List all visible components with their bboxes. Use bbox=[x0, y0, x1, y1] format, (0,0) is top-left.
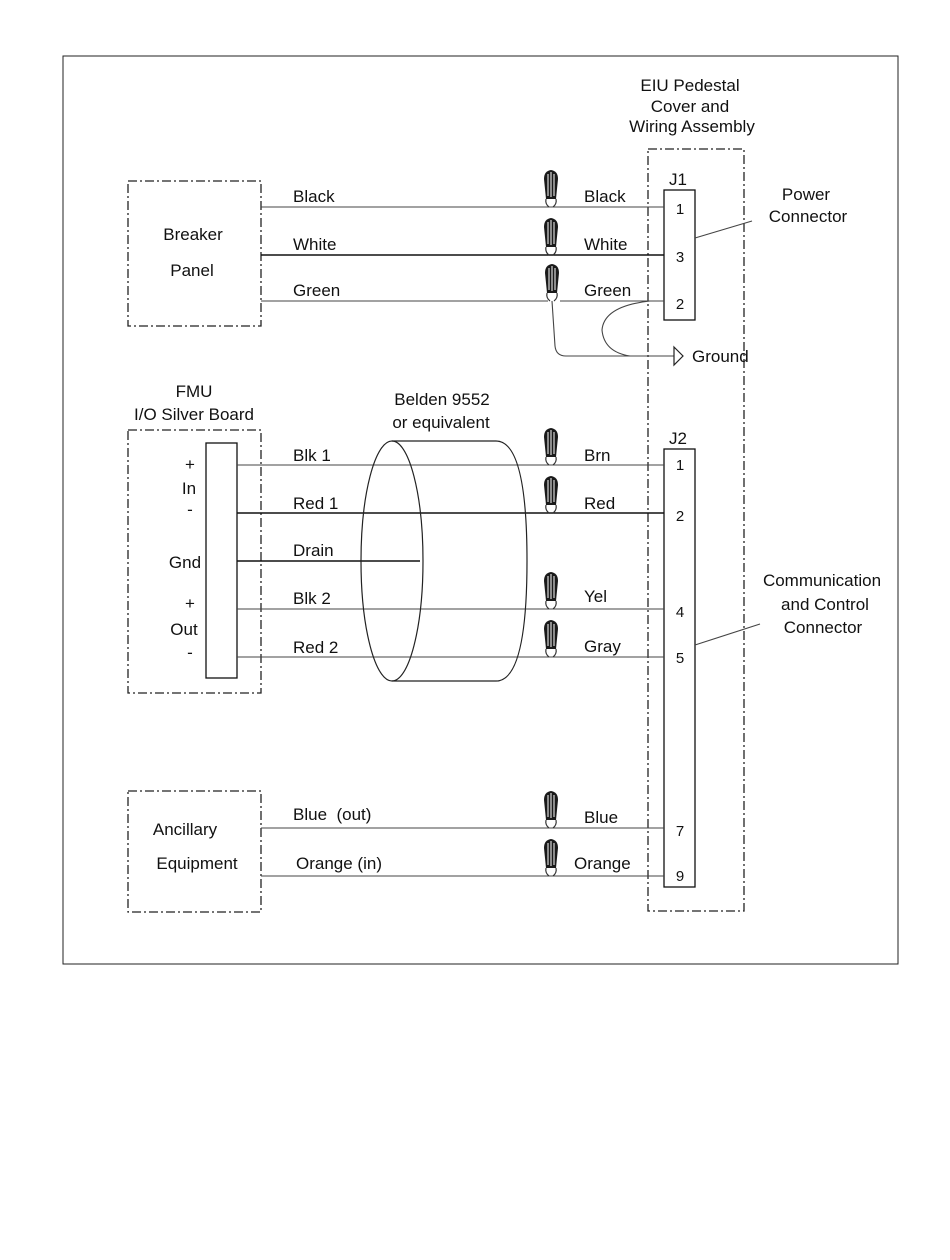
fmu-title-line-1: FMU bbox=[176, 382, 213, 401]
gray-wire-label: Gray bbox=[584, 637, 621, 656]
wire-nut-icon bbox=[543, 217, 559, 256]
brn-wire-label: Brn bbox=[584, 446, 610, 465]
fmu-terminal-in-plus: + bbox=[185, 455, 195, 474]
white-wire-right-label: White bbox=[584, 235, 627, 254]
breaker-panel-box bbox=[127, 180, 262, 327]
black-wire-left-label: Black bbox=[293, 187, 335, 206]
eiu-title-line-1: EIU Pedestal bbox=[640, 76, 739, 95]
cable-label-line-2: or equivalent bbox=[392, 413, 490, 432]
outer-frame bbox=[62, 55, 899, 965]
wire-nut-icon bbox=[543, 571, 559, 610]
red1-wire-label: Red 1 bbox=[293, 494, 338, 513]
comm-connector-label-line-1: Communication bbox=[763, 571, 881, 590]
ancillary-equipment-box bbox=[127, 790, 262, 913]
blue-wire-right-label: Blue bbox=[584, 808, 618, 827]
red2-wire-label: Red 2 bbox=[293, 638, 338, 657]
cable-label-line-1: Belden 9552 bbox=[394, 390, 489, 409]
j2-pin-1: 1 bbox=[676, 457, 684, 474]
black-wire-right-label: Black bbox=[584, 187, 626, 206]
fmu-terminal-gnd: Gnd bbox=[169, 553, 201, 572]
wire-nut-icon bbox=[544, 263, 560, 302]
orange-wire-right-label: Orange bbox=[574, 854, 631, 873]
wire-nut-icon bbox=[543, 427, 559, 466]
fmu-terminal-out-minus: - bbox=[187, 643, 193, 662]
drain-wire-label: Drain bbox=[293, 541, 334, 560]
j2-pin-5: 5 bbox=[676, 650, 684, 667]
fmu-terminal-in: In bbox=[182, 479, 196, 498]
breaker-panel-label-line-2: Panel bbox=[170, 261, 213, 280]
ground-arrow-icon bbox=[673, 345, 684, 367]
comm-connector-leader bbox=[694, 623, 761, 646]
j1-pin-3: 3 bbox=[676, 249, 684, 266]
wire-nut-icon bbox=[543, 790, 559, 829]
j1-connector bbox=[663, 189, 696, 321]
power-connector-label-line-1: Power bbox=[782, 185, 831, 204]
power-connector-leader bbox=[694, 220, 753, 239]
fmu-terminal-strip bbox=[205, 442, 238, 679]
j2-label: J2 bbox=[669, 429, 687, 448]
comm-connector-label-line-2: and Control bbox=[781, 595, 869, 614]
orange-in-wire-label: Orange (in) bbox=[296, 854, 382, 873]
j1-label: J1 bbox=[669, 170, 687, 189]
white-wire-left-label: White bbox=[293, 235, 336, 254]
fmu-terminal-out-plus: + bbox=[185, 594, 195, 613]
red-wire-label: Red bbox=[584, 494, 615, 513]
fmu-terminal-in-minus: - bbox=[187, 500, 193, 519]
j2-pin-9: 9 bbox=[676, 868, 684, 885]
breaker-panel-label-line-1: Breaker bbox=[163, 225, 223, 244]
wire-nut-icon bbox=[543, 619, 559, 658]
ground-wire bbox=[551, 300, 674, 357]
wire-nut-icon bbox=[543, 169, 559, 208]
j2-pin-7: 7 bbox=[676, 823, 684, 840]
power-connector-label-line-2: Connector bbox=[769, 207, 848, 226]
ground-label: Ground bbox=[692, 347, 749, 366]
ancillary-label-line-2: Equipment bbox=[156, 854, 238, 873]
eiu-title-line-3: Wiring Assembly bbox=[629, 117, 755, 136]
comm-connector-label-line-3: Connector bbox=[784, 618, 863, 637]
fmu-title-line-2: I/O Silver Board bbox=[134, 405, 254, 424]
j1-pin-2: 2 bbox=[676, 296, 684, 313]
blk2-wire-label: Blk 2 bbox=[293, 589, 331, 608]
eiu-pedestal-enclosure bbox=[647, 148, 745, 912]
wire-nut-icon bbox=[543, 838, 559, 877]
green-wire-left-label: Green bbox=[293, 281, 340, 300]
eiu-title-line-2: Cover and bbox=[651, 97, 729, 116]
j2-connector bbox=[663, 448, 696, 888]
j1-pin-1: 1 bbox=[676, 201, 684, 218]
fmu-terminal-out: Out bbox=[170, 620, 198, 639]
fmu-box bbox=[127, 429, 262, 694]
blue-out-wire-label: Blue (out) bbox=[293, 805, 371, 824]
yel-wire-label: Yel bbox=[584, 587, 607, 606]
green-wire-right-label: Green bbox=[584, 281, 631, 300]
blk1-wire-label: Blk 1 bbox=[293, 446, 331, 465]
wire-nut-icon bbox=[543, 475, 559, 514]
ground-jumper bbox=[601, 300, 651, 357]
belden-cable bbox=[360, 440, 528, 682]
j2-pin-2: 2 bbox=[676, 508, 684, 525]
ancillary-label-line-1: Ancillary bbox=[153, 820, 218, 839]
j2-pin-4: 4 bbox=[676, 604, 684, 621]
